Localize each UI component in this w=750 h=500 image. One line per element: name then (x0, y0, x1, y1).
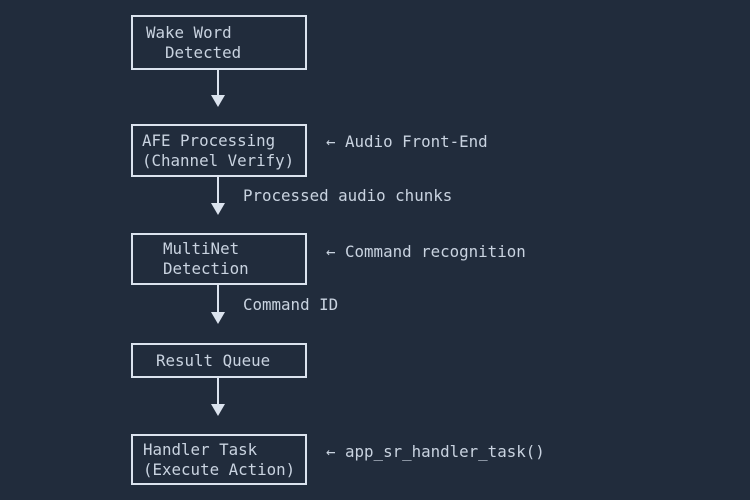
arrow-shaft (217, 378, 219, 404)
edge-label-processed-audio-chunks: Processed audio chunks (243, 186, 453, 205)
node-line: (Channel Verify) (142, 150, 295, 170)
arrow-head (211, 95, 225, 107)
node-line: Wake Word (146, 22, 232, 42)
node-line: (Execute Action) (143, 459, 296, 479)
flow-arrow-down-icon (211, 378, 225, 416)
arrow-head (211, 312, 225, 324)
node-result-queue: Result Queue (131, 343, 307, 378)
flow-arrow-down-icon (211, 70, 225, 107)
annotation-audio-front-end: ← Audio Front-End (326, 132, 488, 151)
node-line: MultiNet (163, 239, 240, 258)
flow-arrow-down-icon (211, 177, 225, 215)
arrow-shaft (217, 70, 219, 95)
arrow-shaft (217, 285, 219, 312)
node-handler-task: Handler Task (Execute Action) (131, 434, 307, 485)
node-line: Handler Task (143, 439, 258, 459)
arrow-shaft (217, 177, 219, 203)
annotation-app-sr-handler-task: ← app_sr_handler_task() (326, 442, 545, 461)
node-line: Detected (146, 42, 242, 62)
node-multinet-detection: MultiNet Detection (131, 233, 307, 285)
node-wake-word-detected: Wake Word Detected (131, 15, 307, 70)
arrow-head (211, 203, 225, 215)
node-line: Detection (163, 259, 249, 278)
arrow-head (211, 404, 225, 416)
node-line: Result Queue (156, 350, 271, 370)
node-afe-processing: AFE Processing (Channel Verify) (131, 124, 307, 177)
annotation-command-recognition: ← Command recognition (326, 242, 526, 261)
node-line: AFE Processing (142, 130, 276, 150)
edge-label-command-id: Command ID (243, 295, 339, 314)
flow-arrow-down-icon (211, 285, 225, 324)
